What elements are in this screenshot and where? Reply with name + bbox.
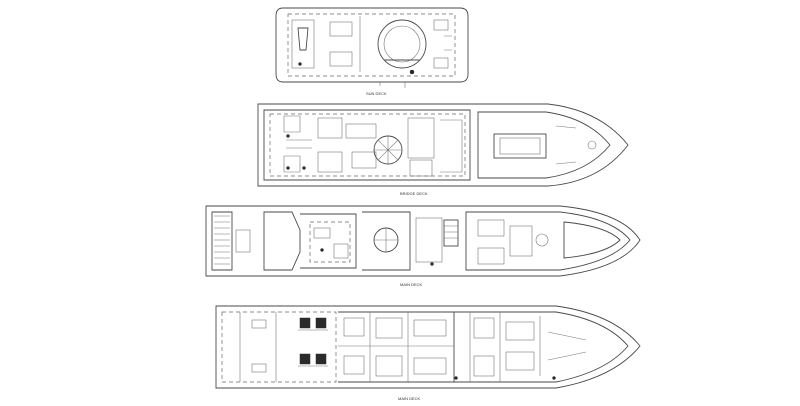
bridge-deck-label: BRIDGE DECK — [400, 191, 428, 196]
main-deck-plan: MAIN DECK — [205, 205, 641, 287]
main-deck-label: MAIN DECK — [400, 282, 423, 287]
lower-deck-plan: MAIN DECK — [215, 305, 641, 401]
sun-deck-label: SUN DECK — [366, 91, 387, 96]
bridge-deck-plan: BRIDGE DECK — [257, 103, 629, 196]
lower-deck-label: MAIN DECK — [398, 396, 421, 401]
sun-deck-plan: SUN DECK — [275, 7, 469, 96]
